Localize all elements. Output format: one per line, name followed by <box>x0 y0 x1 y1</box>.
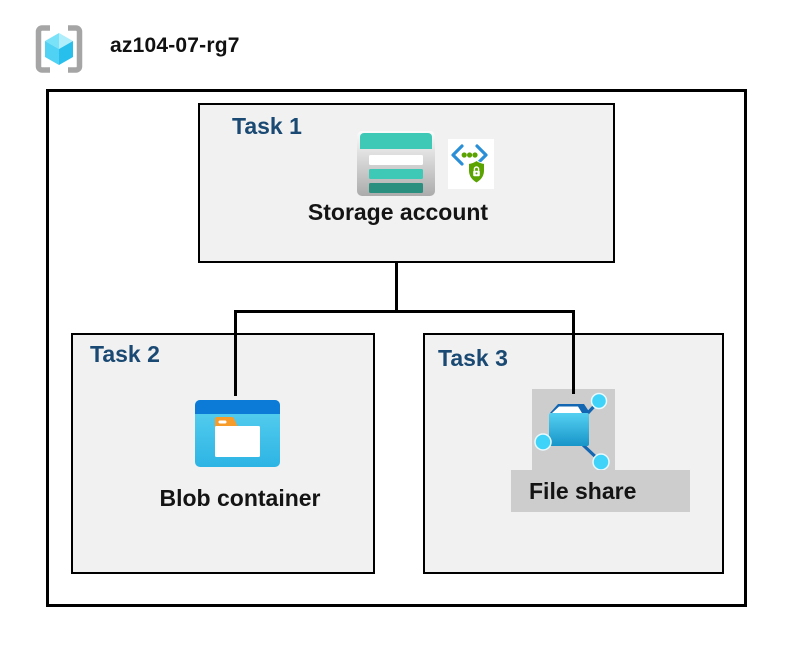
blob-container-icon <box>195 400 280 467</box>
file-share-caption-backdrop: File share <box>511 470 690 512</box>
connector-trunk <box>395 263 398 312</box>
storage-account-caption: Storage account <box>307 199 489 225</box>
task-1-label: Task 1 <box>232 113 302 139</box>
file-share-icon-backdrop <box>532 389 615 471</box>
blob-container-caption: Blob container <box>159 485 321 511</box>
task-1-group: Task 1 Storage account <box>198 103 615 263</box>
resource-group-icon <box>35 25 83 73</box>
page-title: az104-07-rg7 <box>110 34 240 57</box>
connector-to-file-share <box>572 310 575 394</box>
storage-account-icon <box>357 131 435 196</box>
connector-to-blob-container <box>234 310 237 396</box>
connector-branch <box>234 310 575 313</box>
task-3-label: Task 3 <box>438 345 508 371</box>
task-2-group: Task 2 Blob container <box>71 333 375 574</box>
task-2-label: Task 2 <box>90 341 160 367</box>
file-share-caption: File share <box>529 478 637 504</box>
secure-endpoint-icon <box>448 139 494 189</box>
file-share-icon <box>534 392 610 471</box>
